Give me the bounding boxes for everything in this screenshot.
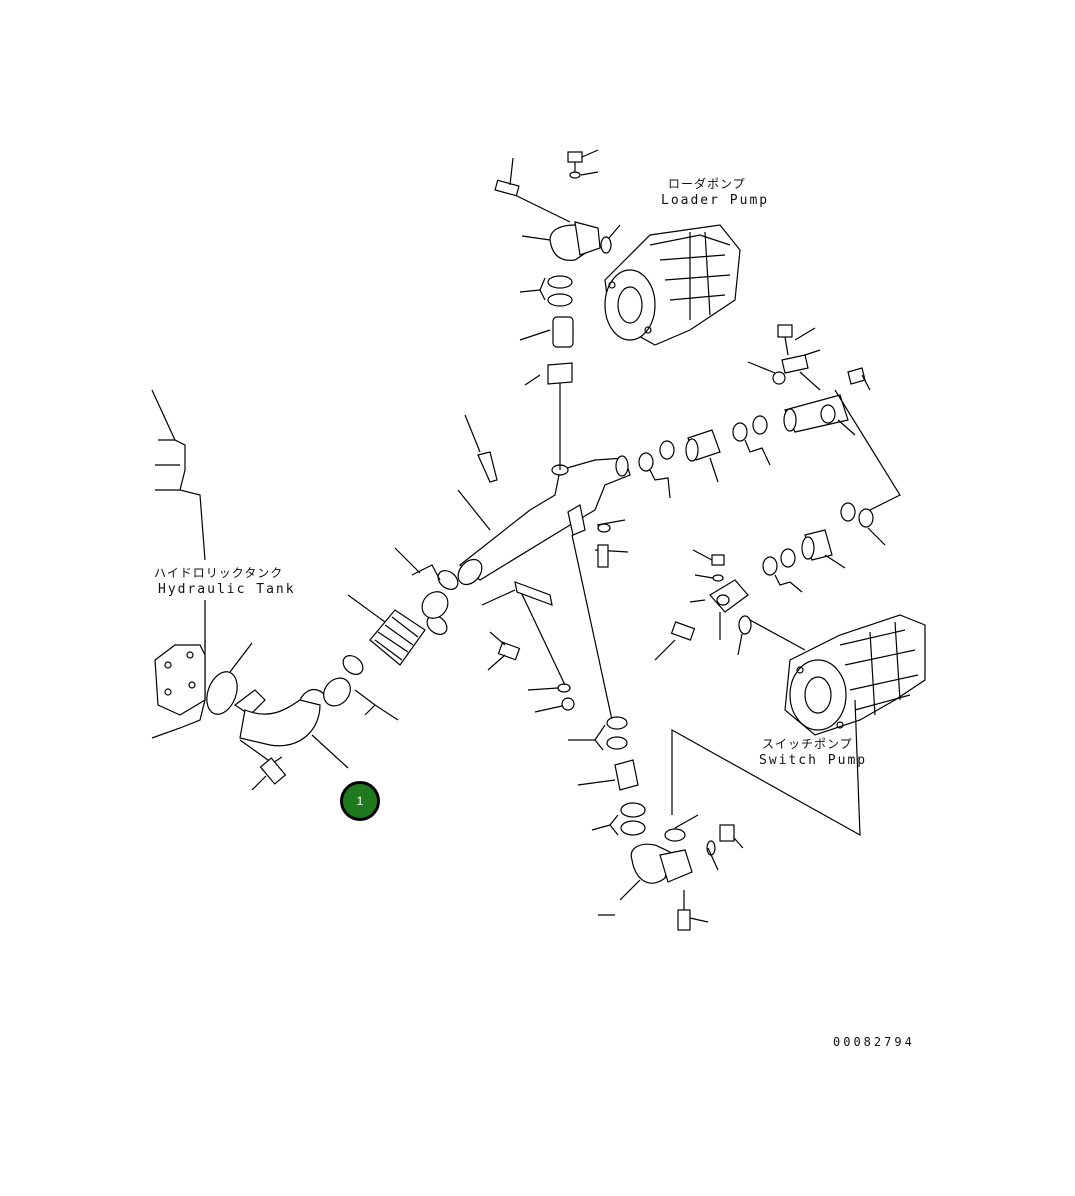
loader-pump bbox=[604, 224, 741, 346]
hydraulic-tank bbox=[151, 389, 253, 739]
loader-pump-label-jp: ローダポンプ bbox=[668, 177, 746, 191]
hydraulic-tank-label-en: Hydraulic Tank bbox=[158, 582, 296, 597]
switch-pump bbox=[671, 614, 926, 837]
switch-pump-label-en: Switch Pump bbox=[759, 753, 868, 768]
hose-clamp-group-lower bbox=[323, 547, 459, 721]
loader-pump-label-en: Loader Pump bbox=[661, 193, 770, 208]
part-callout-1[interactable]: 1 bbox=[340, 781, 380, 821]
main-suction-pipe bbox=[457, 382, 631, 586]
right-lower-hose-set bbox=[654, 529, 846, 661]
drawing-number: 00082794 bbox=[833, 1035, 915, 1049]
right-upper-hose-set bbox=[638, 324, 901, 546]
switch-pump-line bbox=[481, 519, 744, 931]
hydraulic-tank-label-jp: ハイドロリックタンク bbox=[154, 566, 284, 580]
loader-pump-line bbox=[494, 149, 621, 386]
switch-pump-label-jp: スイッチポンプ bbox=[762, 737, 853, 751]
elbow-pipe-part-1 bbox=[233, 688, 349, 791]
